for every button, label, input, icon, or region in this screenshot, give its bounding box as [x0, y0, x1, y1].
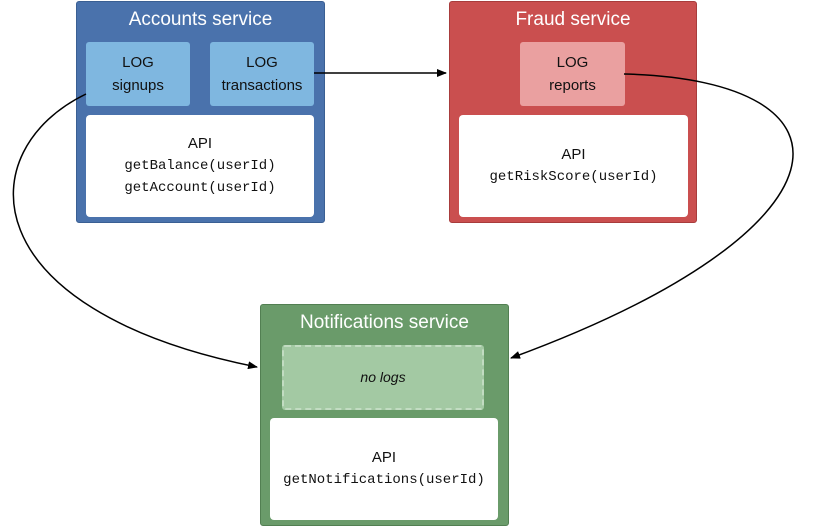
- accounts-service-title: Accounts service: [128, 9, 273, 30]
- log-transactions: LOG transactions: [210, 42, 314, 106]
- fraud-api-label: API: [561, 146, 586, 163]
- notifications-api-label: API: [371, 449, 397, 466]
- notifications-service: Notifications service no logs API getNot…: [260, 304, 509, 526]
- fraud-service-title: Fraud service: [515, 9, 631, 30]
- api-method-get-account: getAccount(userId): [124, 180, 276, 196]
- fraud-service: Fraud service LOG reports API getRiskSco…: [449, 1, 697, 223]
- log-signups-label: LOG: [122, 54, 154, 71]
- no-logs-placeholder: no logs: [282, 345, 484, 410]
- log-reports: LOG reports: [520, 42, 625, 106]
- log-reports-label: LOG: [556, 54, 589, 71]
- accounts-api-label: API: [187, 135, 213, 152]
- fraud-api: API getRiskScore(userId): [459, 115, 688, 217]
- accounts-service: Accounts service LOG signups LOG transac…: [76, 1, 325, 223]
- log-transactions-name: transactions: [221, 77, 303, 94]
- log-signups: LOG signups: [86, 42, 190, 106]
- notifications-api: API getNotifications(userId): [270, 418, 498, 520]
- log-reports-name: reports: [549, 77, 596, 94]
- notifications-service-title: Notifications service: [300, 312, 469, 333]
- log-transactions-label: LOG: [246, 54, 278, 71]
- api-method-get-risk-score: getRiskScore(userId): [489, 169, 658, 185]
- log-signups-name: signups: [112, 77, 164, 94]
- api-method-get-balance: getBalance(userId): [124, 158, 276, 174]
- no-logs-text: no logs: [360, 369, 406, 385]
- accounts-api: API getBalance(userId) getAccount(userId…: [86, 115, 314, 217]
- api-method-get-notifications: getNotifications(userId): [283, 472, 485, 488]
